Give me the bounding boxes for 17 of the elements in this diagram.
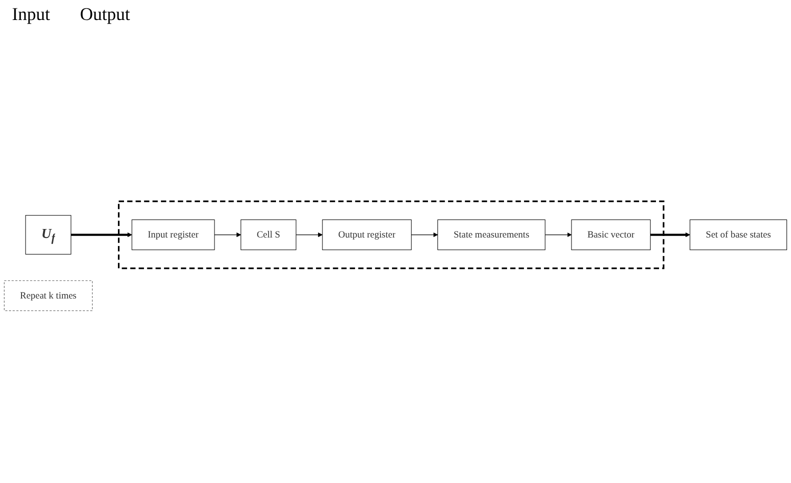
arrow [544,232,572,238]
arrow [411,232,438,238]
node-box: Set of base states [690,220,788,250]
arrow [650,232,690,238]
node-box: Cell S [240,220,296,250]
arrow [296,232,323,238]
node-box: U$_{f}$ [25,215,72,254]
cluster [118,200,664,270]
text-label: Output [80,4,130,25]
arrow [70,232,132,238]
node-box: Input register [132,220,215,250]
arrow [214,232,242,238]
node-box: Basic vector [571,220,651,250]
node-box: Output register [322,220,412,250]
node-box: State measurements [437,220,546,250]
node-box: Repeat k times [4,280,93,311]
text-label: Input [12,4,50,25]
